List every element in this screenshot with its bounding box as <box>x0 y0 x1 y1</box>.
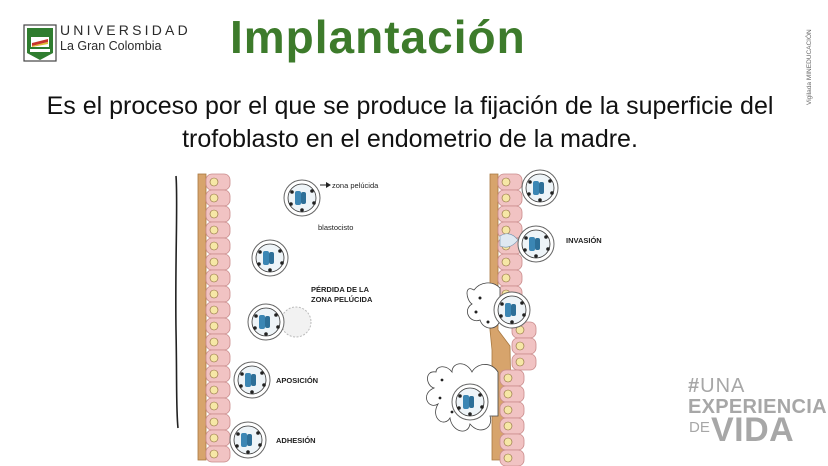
blastocyst-invasion-3 <box>466 282 531 329</box>
label-zona-pelucida: zona pelúcida <box>332 181 379 190</box>
blastocyst-adhesion <box>229 421 267 459</box>
label-invasion: INVASIÓN <box>566 236 602 245</box>
pen-stroke <box>174 175 179 429</box>
university-name-line2: La Gran Colombia <box>60 39 162 53</box>
university-name-line1: UNIVERSIDAD <box>60 22 191 38</box>
endometrium-left <box>197 173 231 463</box>
slide-title: Implantación <box>230 11 526 63</box>
blastocyst-invasion-4 <box>426 363 499 432</box>
brand-una: UNA <box>700 375 746 397</box>
university-shield-icon <box>23 24 57 62</box>
blastocyst-losing-zona <box>251 239 289 277</box>
brand-line3: DE VIDA <box>688 413 827 447</box>
blastocyst-aposicion <box>233 361 271 399</box>
university-logo <box>23 24 57 62</box>
label-aposicion: APOSICIÓN <box>276 376 318 385</box>
university-name: UNIVERSIDAD La Gran Colombia <box>60 23 191 53</box>
brand-de: DE <box>689 419 710 436</box>
slide-description: Es el proceso por el que se produce la f… <box>46 92 774 153</box>
brand-line1: #UNA <box>688 376 827 396</box>
brand-hash: # <box>688 375 701 397</box>
blastocyst-zona <box>283 179 321 217</box>
brand-vida: VIDA <box>711 411 795 449</box>
label-perdida-1: PÉRDIDA DE LA <box>311 285 370 294</box>
label-perdida-2: ZONA PELÚCIDA <box>311 295 373 304</box>
brand-line2: EXPERIENCIA <box>688 396 827 418</box>
blastocyst-invasion-2 <box>499 225 555 263</box>
brand-mark: #UNA EXPERIENCIA DE VIDA <box>688 376 827 447</box>
blastocyst-invasion-1 <box>521 169 559 207</box>
label-adhesion: ADHESIÓN <box>276 436 316 445</box>
blastocyst-no-zona <box>247 303 312 341</box>
label-blastocisto: blastocisto <box>318 223 353 232</box>
